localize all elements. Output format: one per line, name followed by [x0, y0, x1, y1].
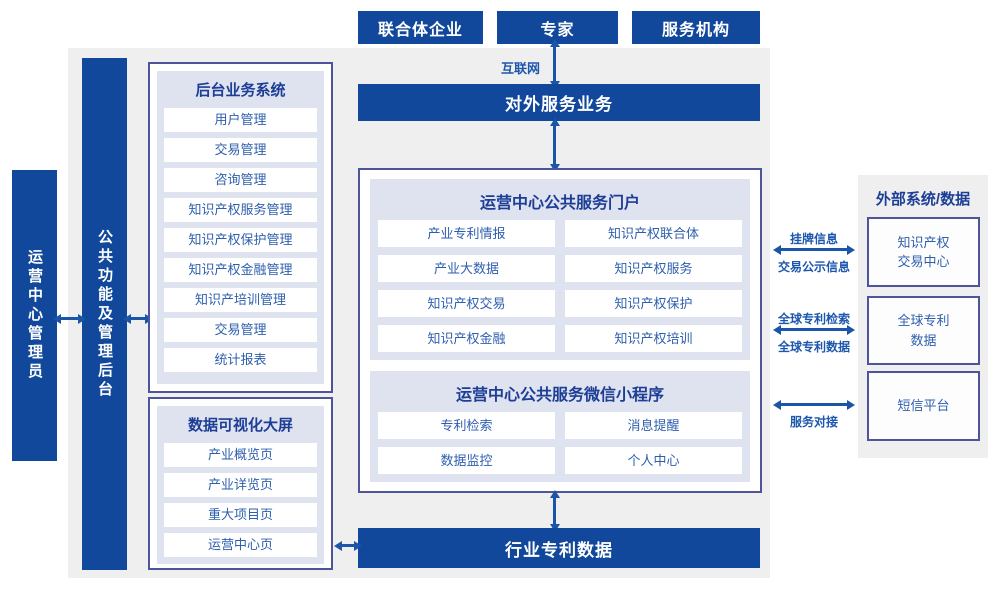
miniprogram-title: 运营中心公共服务微信小程序	[455, 387, 664, 404]
link3-bottom-label: 服务对接	[789, 415, 838, 429]
extbox-sms-platform-line1: 短信平台	[897, 398, 950, 414]
backend-item-consult-mgmt: 咨询管理	[164, 168, 317, 192]
extbox-sms-platform: 短信平台	[867, 371, 980, 441]
panel-data-visualization: 数据可视化大屏 产业概览页 产业详览页 重大项目页 运营中心页	[148, 397, 333, 570]
miniprogram-grid: 专利检索 消息提醒 数据监控 个人中心	[378, 412, 742, 474]
data-visualization-title: 数据可视化大屏	[187, 417, 293, 434]
portal-item-ip-training: 知识产权培训	[565, 325, 742, 352]
backend-item-ip-finance-mgmt: 知识产权金融管理	[164, 258, 317, 282]
node-consortium-enterprises: 联合体企业	[358, 11, 483, 44]
extbox-global-patent-data: 全球专利 数据	[867, 296, 980, 365]
mini-item-message-reminder: 消息提醒	[565, 412, 742, 439]
backend-item-ip-protection-mgmt: 知识产权保护管理	[164, 228, 317, 252]
portal-item-ip-service: 知识产权服务	[565, 255, 742, 282]
panel-center-services: 运营中心公共服务门户 产业专利情报 知识产权联合体 产业大数据 知识产权服务 知…	[358, 168, 762, 493]
portal-item-ip-finance: 知识产权金融	[378, 325, 555, 352]
extbox-ip-trade-center-line1: 知识产权	[897, 234, 950, 250]
arrow-extservice-portal	[553, 126, 556, 164]
backend-item-ip-training-mgmt: 知识产培训管理	[164, 288, 317, 312]
bar-operations-center-admin: 运营中心管理员	[12, 170, 57, 461]
portal-item-ip-protection: 知识产权保护	[565, 290, 742, 317]
external-systems-title: 外部系统/数据	[875, 191, 971, 208]
arrow-link2	[781, 328, 847, 331]
data-visualization-inner: 数据可视化大屏 产业概览页 产业详览页 重大项目页 运营中心页	[157, 406, 324, 564]
portal-title: 运营中心公共服务门户	[479, 195, 640, 212]
backend-item-trade-mgmt-2: 交易管理	[164, 318, 317, 342]
mini-item-personal-center: 个人中心	[565, 447, 742, 474]
dashboard-item-operations-center: 运营中心页	[164, 533, 317, 557]
link2-bottom-label: 全球专利数据	[777, 340, 850, 354]
portal-item-ip-consortium: 知识产权联合体	[565, 220, 742, 247]
extbox-global-patent-line2: 数据	[910, 332, 937, 348]
arrow-dashboard-industry	[342, 544, 354, 547]
node-service-agencies: 服务机构	[632, 11, 760, 44]
arrow-link3	[781, 403, 847, 406]
bar-public-functions-backend: 公共功能及管理后台	[82, 58, 127, 570]
portal-panel: 运营中心公共服务门户 产业专利情报 知识产权联合体 产业大数据 知识产权服务 知…	[370, 179, 750, 360]
backend-system-title: 后台业务系统	[195, 82, 286, 99]
arrow-portal-industry	[553, 498, 556, 524]
panel-backend-business-system: 后台业务系统 用户管理 交易管理 咨询管理 知识产权服务管理 知识产权保护管理 …	[148, 62, 333, 393]
extbox-ip-trade-center-line2: 交易中心	[897, 254, 950, 269]
bar-industry-patent-data: 行业专利数据	[358, 528, 760, 568]
portal-item-industry-bigdata: 产业大数据	[378, 255, 555, 282]
link1-top-label: 挂牌信息	[789, 232, 838, 246]
link1-bottom-label: 交易公示信息	[777, 260, 850, 274]
portal-item-ip-trade: 知识产权交易	[378, 290, 555, 317]
arrow-link1	[781, 248, 847, 251]
arrow-backend-system	[131, 317, 145, 320]
dashboard-item-industry-detail: 产业详览页	[164, 473, 317, 497]
backend-item-statistics: 统计报表	[164, 348, 317, 372]
extbox-ip-trade-center: 知识产权 交易中心	[867, 217, 980, 287]
backend-system-inner: 后台业务系统 用户管理 交易管理 咨询管理 知识产权服务管理 知识产权保护管理 …	[157, 71, 324, 384]
internet-label: 互联网	[500, 61, 540, 76]
arrow-internet-vertical	[553, 47, 556, 81]
extbox-global-patent-line1: 全球专利	[897, 313, 950, 328]
link2-top-label: 全球专利检索	[777, 312, 850, 326]
mini-item-patent-search: 专利检索	[378, 412, 555, 439]
miniprogram-panel: 运营中心公共服务微信小程序 专利检索 消息提醒 数据监控 个人中心	[370, 371, 750, 482]
backend-item-user-mgmt: 用户管理	[164, 108, 317, 132]
mini-item-data-monitoring: 数据监控	[378, 447, 555, 474]
bar-external-service-business: 对外服务业务	[358, 84, 760, 121]
backend-item-trade-mgmt: 交易管理	[164, 138, 317, 162]
portal-grid: 产业专利情报 知识产权联合体 产业大数据 知识产权服务 知识产权交易 知识产权保…	[378, 220, 742, 352]
dashboard-item-major-projects: 重大项目页	[164, 503, 317, 527]
portal-item-patent-intelligence: 产业专利情报	[378, 220, 555, 247]
dashboard-item-industry-overview: 产业概览页	[164, 443, 317, 467]
backend-item-ip-service-mgmt: 知识产权服务管理	[164, 198, 317, 222]
arrow-admin-backend	[61, 317, 78, 320]
